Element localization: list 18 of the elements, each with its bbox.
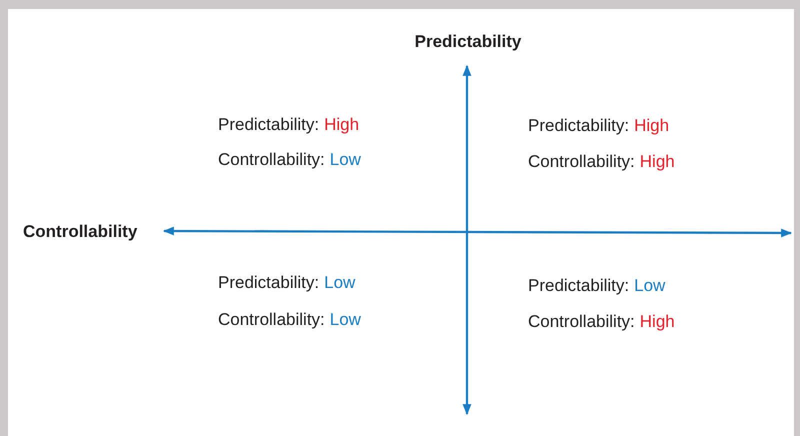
quadrant-key-text: Predictability: bbox=[528, 116, 630, 136]
quadrant-value-text: High bbox=[640, 152, 675, 172]
quadrant-key-text: Controllability: bbox=[528, 152, 635, 172]
quadrant-value-text: Low bbox=[324, 273, 356, 293]
quadrant-key-text: Controllability: bbox=[528, 312, 635, 332]
quadrant-value-text: Low bbox=[330, 150, 361, 170]
axis-title: Controllability bbox=[23, 222, 138, 242]
quadrant-key-text: Predictability: bbox=[528, 276, 630, 296]
quadrant-key-text: Predictability: bbox=[218, 273, 320, 293]
quadrant-value-text: Low bbox=[634, 276, 666, 296]
quadrant-key-text: Controllability: bbox=[218, 310, 325, 330]
quadrant-value-text: High bbox=[634, 116, 670, 136]
axis-title: Predictability bbox=[414, 32, 522, 52]
quadrant-value-text: High bbox=[640, 312, 675, 332]
quadrant-key-text: Predictability: bbox=[218, 115, 320, 135]
quadrant-value-text: High bbox=[324, 115, 360, 135]
quadrant-value-text: Low bbox=[330, 310, 361, 330]
quadrant-key-text: Controllability: bbox=[218, 150, 325, 170]
